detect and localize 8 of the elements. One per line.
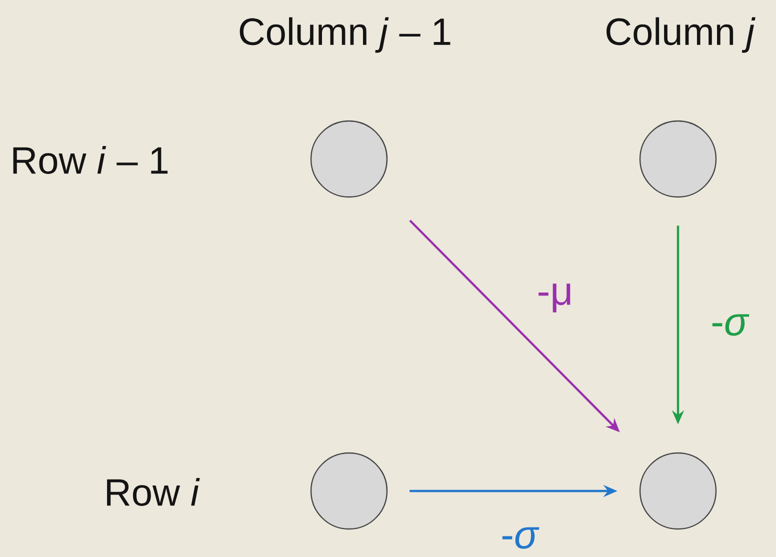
row-header: Row i – 1 <box>13 146 168 174</box>
circle-node <box>639 452 717 530</box>
circle-node <box>310 120 388 198</box>
edge-label: -σ <box>502 527 540 549</box>
edge-label: -σ <box>712 314 750 336</box>
circle-node <box>639 120 717 198</box>
edge-label: -μ <box>538 284 570 312</box>
circle-node <box>310 452 388 530</box>
